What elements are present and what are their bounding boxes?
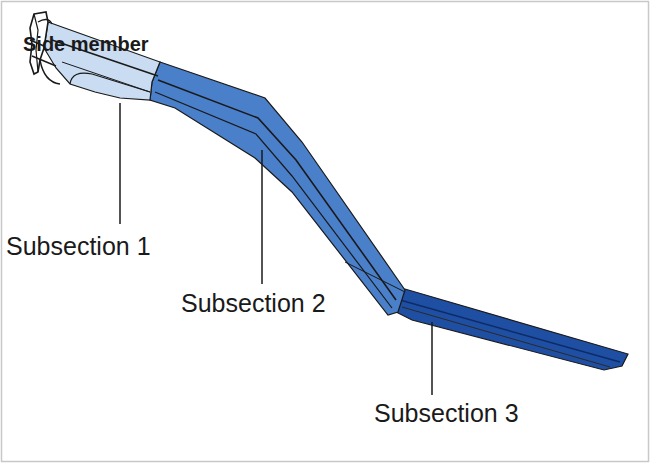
leader-line — [261, 150, 263, 284]
subsection-2-part — [150, 62, 405, 315]
subsection-3-part — [396, 289, 628, 370]
edge-line — [155, 92, 392, 308]
edge-line — [345, 262, 405, 292]
edge-line — [70, 73, 150, 92]
part-label: Subsection 1 — [4, 232, 153, 261]
diagram-title: Side member — [21, 33, 151, 56]
leader-line — [119, 103, 121, 224]
leader-line — [431, 322, 433, 395]
bracket-line — [38, 19, 52, 24]
edge-line — [62, 62, 150, 92]
edge-line — [402, 307, 610, 367]
part-label: Subsection 3 — [372, 399, 521, 428]
edge-line — [400, 300, 620, 362]
part-label: Subsection 2 — [179, 289, 328, 318]
